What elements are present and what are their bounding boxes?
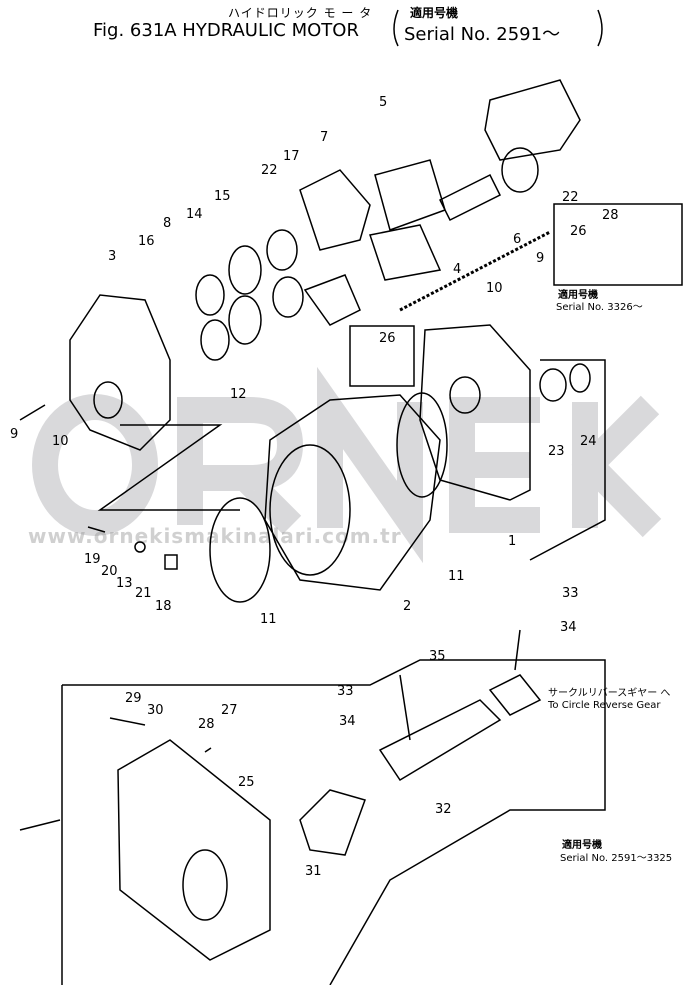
gear-shaft [369, 79, 581, 281]
inset-serial: Serial No. 3326～ [556, 302, 643, 313]
callout: 5 [379, 95, 387, 110]
o-ring-11 [209, 497, 271, 603]
lower-serial-jp: 適用号機 [562, 840, 602, 851]
page-title: Fig. 631A HYDRAULIC MOTOR [93, 20, 359, 41]
callout: 35 [429, 649, 446, 664]
callout: 22 [261, 163, 278, 178]
callout: 7 [320, 130, 328, 145]
lower-serial: Serial No. 2591～3325 [560, 853, 673, 864]
callout: 19 [84, 552, 101, 567]
watermark-letter-e [449, 397, 540, 533]
callout: 4 [453, 262, 461, 277]
callout: 16 [138, 234, 155, 249]
callout: 22 [562, 190, 579, 205]
callout: 10 [52, 434, 69, 449]
callout: 32 [435, 802, 452, 817]
callout: 26 [379, 331, 396, 346]
callout: 8 [163, 216, 171, 231]
bracket-25 [117, 739, 271, 961]
watermark-letter-r [177, 397, 304, 535]
inset-serial-jp: 適用号機 [558, 290, 598, 301]
watermark-letter-n [317, 366, 423, 564]
cover-housing-3 [69, 294, 171, 451]
callout: 14 [186, 207, 203, 222]
callout: 25 [238, 775, 255, 790]
callout: 33 [562, 586, 579, 601]
callout: 11 [260, 612, 277, 627]
serial-range: Serial No. 2591～ [404, 24, 561, 45]
snap-ring-24 [569, 363, 591, 393]
assembly-outline [19, 659, 606, 985]
callout: 15 [214, 189, 231, 204]
watermark-letter-k [571, 395, 662, 538]
callout: 9 [536, 251, 544, 266]
motor-body-2 [264, 394, 441, 591]
callout: 20 [101, 564, 118, 579]
inset-box-26 [349, 325, 415, 387]
bearing-23 [539, 368, 567, 402]
callout: 11 [448, 569, 465, 584]
callout: 1 [508, 534, 516, 549]
callout: 10 [486, 281, 503, 296]
circle-reverse-jp: サークルリバースギヤー へ [548, 688, 671, 699]
callout: 29 [125, 691, 142, 706]
callout: 21 [135, 586, 152, 601]
callout: 34 [339, 714, 356, 729]
callout: 9 [10, 427, 18, 442]
callout: 18 [155, 599, 172, 614]
title-japanese: ハイドロリック モ ー タ [228, 6, 373, 20]
title-bracket [393, 9, 603, 47]
callout: 24 [580, 434, 597, 449]
serial-label-jp: 適用号機 [410, 6, 459, 20]
rear-cover-1 [419, 324, 531, 501]
callout: 17 [283, 149, 300, 164]
callout: 6 [513, 232, 521, 247]
long-bolt-4 [399, 230, 551, 312]
callout: 13 [116, 576, 133, 591]
callout: 12 [230, 387, 247, 402]
inset-box-upper [553, 203, 683, 286]
callout: 30 [147, 703, 164, 718]
leader-lines [97, 359, 606, 561]
callout: 28 [198, 717, 215, 732]
callout: 34 [560, 620, 577, 635]
callout: 28 [602, 208, 619, 223]
callout: 33 [337, 684, 354, 699]
plug-parts [19, 404, 212, 753]
callout: 2 [403, 599, 411, 614]
callout: 31 [305, 864, 322, 879]
universal-joint [299, 629, 542, 856]
circle-reverse-note: To Circle Reverse Gear [548, 700, 661, 711]
seal-rings [195, 169, 371, 361]
callout: 23 [548, 444, 565, 459]
callout: 27 [221, 703, 238, 718]
callout: 3 [108, 249, 116, 264]
callout: 26 [570, 224, 587, 239]
